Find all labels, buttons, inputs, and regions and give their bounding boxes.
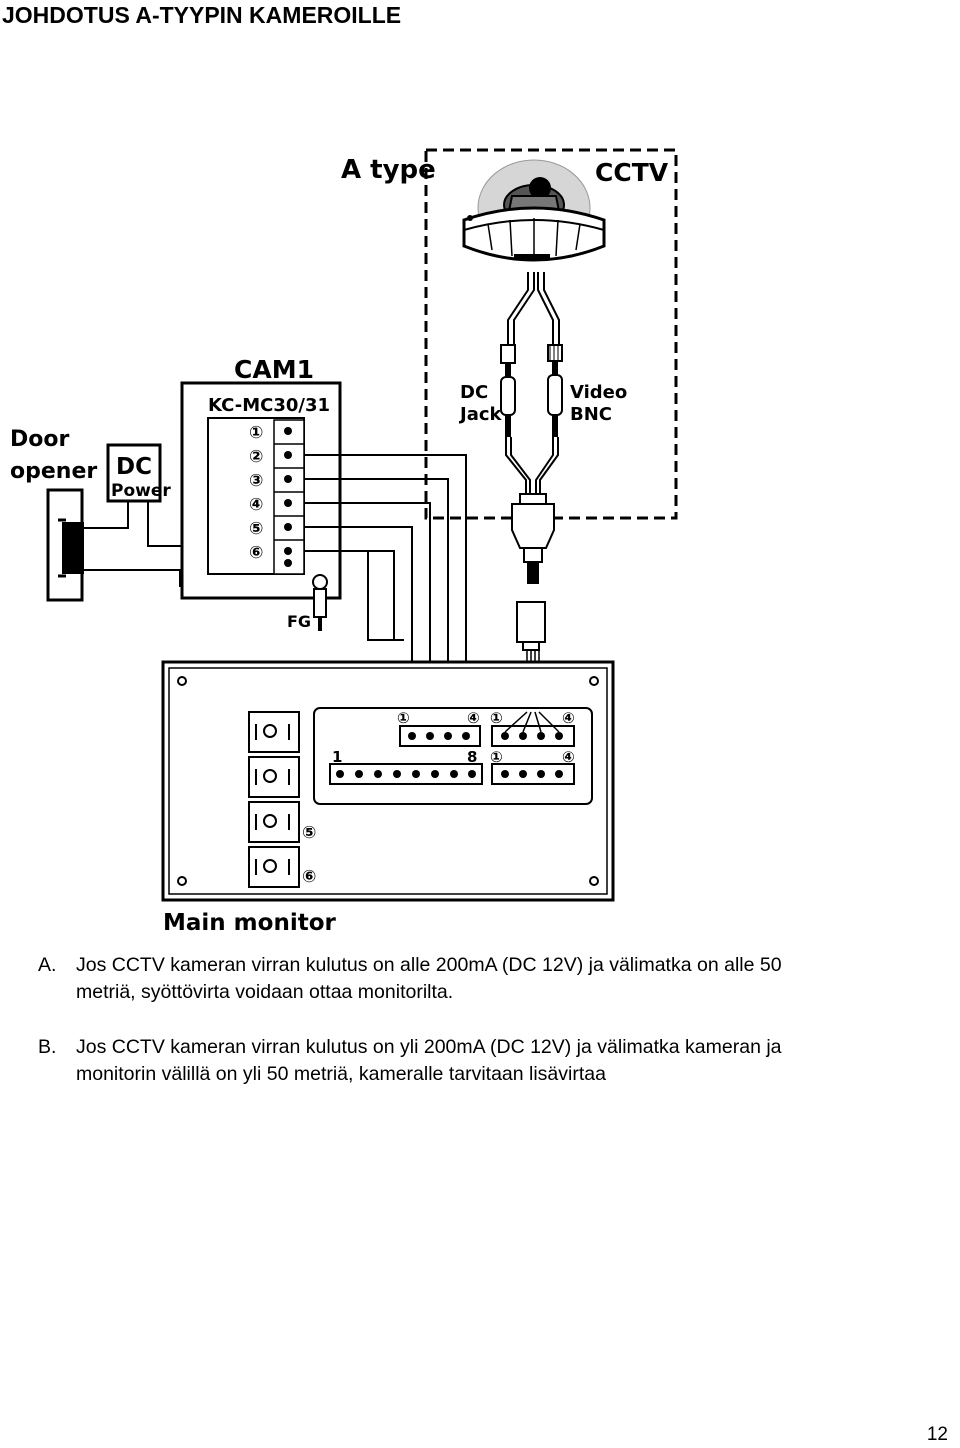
door-opener-label-line1: Door [10, 427, 69, 452]
monitor-connector-details [255, 724, 290, 875]
monitor-terminal-blocks [329, 725, 575, 785]
monitor-marker-five: ⑤ [302, 823, 316, 843]
monitor-marker-one: ① [490, 709, 503, 727]
camera-cables [507, 272, 560, 345]
fg-label: FG [287, 612, 311, 631]
cctv-dashed-box [424, 148, 678, 520]
monitor-marker-one: ① [490, 748, 503, 766]
paragraph-line: monitorin välillä on yli 50 metriä, kame… [76, 1063, 606, 1085]
paragraph-marker: B. [38, 1036, 57, 1058]
cam-model-label: KC-MC30/31 [208, 395, 330, 416]
dc-power-label-line1: DC [116, 454, 152, 480]
dc-jack-label-line2: Jack [458, 404, 503, 425]
door-opener-label-line2: opener [10, 459, 97, 484]
paragraph-b: B. Jos CCTV kameran virran kulutus on yl… [38, 1034, 953, 1088]
wiring-diagram: A type CCTV DC Jack Video BNC [10, 148, 678, 936]
monitor-marker-four: ④ [562, 709, 575, 727]
fg-ground-icon [312, 574, 328, 631]
video-bnc-connector [547, 344, 563, 437]
signal-wire-extra [367, 551, 404, 641]
monitor-block-start: 1 [332, 748, 342, 766]
video-bnc-label-line1: Video [570, 382, 627, 403]
monitor-marker-four: ④ [467, 709, 480, 727]
terminal-number: ③ [249, 471, 263, 491]
paragraph-line: metriä, syöttövirta voidaan ottaa monito… [76, 981, 454, 1003]
cctv-cable-fanout [504, 711, 560, 733]
terminal-number: ② [249, 447, 263, 467]
dc-power-label-line2: Power [111, 481, 171, 501]
monitor-connector-stack [248, 711, 300, 888]
main-monitor-label: Main monitor [163, 910, 336, 936]
video-bnc-label-line2: BNC [570, 404, 612, 425]
door-opener-icon [46, 488, 84, 602]
terminal-number: ① [249, 423, 263, 443]
cam-label: CAM1 [234, 355, 314, 384]
page-number: 12 [926, 1424, 948, 1445]
monitor-marker-four: ④ [562, 748, 575, 766]
terminal-number: ⑤ [249, 519, 263, 539]
terminal-number: ⑥ [249, 543, 263, 563]
paragraph-marker: A. [38, 954, 57, 976]
paragraph-a: A. Jos CCTV kameran virran kulutus on al… [38, 952, 953, 1006]
paragraph-line: Jos CCTV kameran virran kulutus on alle … [76, 954, 782, 976]
a-type-label: A type [341, 155, 436, 185]
merged-cable [505, 437, 559, 498]
cable-plug [511, 493, 555, 584]
dc-jack-connector [500, 344, 516, 437]
paragraph-line: Jos CCTV kameran virran kulutus on yli 2… [76, 1036, 782, 1058]
dc-power-box [106, 443, 162, 503]
monitor-marker-one: ① [397, 709, 410, 727]
page-title: JOHDOTUS A-TYYPIN KAMEROILLE [2, 2, 402, 28]
dc-jack-label-line1: DC [460, 382, 488, 403]
cctv-label: CCTV [595, 158, 669, 187]
cam-terminal-block: ① ② ③ ④ ⑤ ⑥ [249, 419, 305, 575]
terminal-number: ④ [249, 495, 263, 515]
monitor-block-end: 8 [467, 748, 477, 766]
monitor-marker-six: ⑥ [302, 867, 316, 887]
dome-camera-icon [462, 159, 606, 262]
